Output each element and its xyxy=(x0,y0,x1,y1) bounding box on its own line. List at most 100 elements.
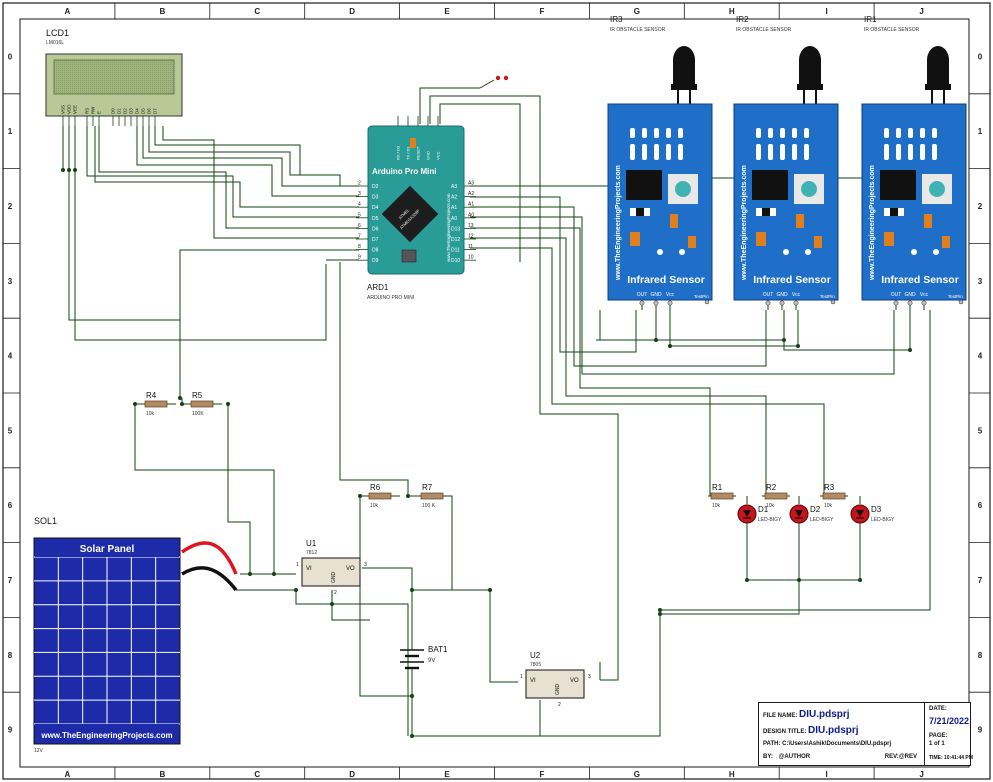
border-col-label-bottom: D xyxy=(349,770,355,779)
lcd-pin-label: D6 xyxy=(147,108,152,114)
author-row: BY: @AUTHOR REV:@REV xyxy=(763,754,917,760)
wire-junction xyxy=(180,402,184,406)
border-col-label-top: E xyxy=(444,7,450,16)
lcd-pin-label: D0 xyxy=(111,108,116,114)
regulator-pin-gnd: 2 xyxy=(334,590,337,596)
sensor-ref: IR1 xyxy=(864,15,877,24)
border-col-label-top: C xyxy=(254,7,260,16)
arduino-left-pin-label: D7 xyxy=(372,237,379,243)
lcd-pin-label: VEE xyxy=(73,105,78,114)
arduino-side-text: www.TheEngineeringProjects.com xyxy=(446,193,451,262)
border-row-label-left: 2 xyxy=(8,202,13,211)
arduino-right-pin-number: 11 xyxy=(468,244,473,250)
arduino-top-pin-label: GND xyxy=(426,151,431,160)
sensor-side-text: www.TheEngineeringProjects.com xyxy=(615,165,622,281)
lcd-part: LM016L xyxy=(46,40,64,46)
led-part: LED-BIGY xyxy=(758,517,782,523)
resistor-ref: R1 xyxy=(712,483,723,492)
arduino-top-pin-label: VCC xyxy=(436,151,441,160)
sensor-pin-label: GND xyxy=(650,292,662,298)
date-value: 7/21/2022 xyxy=(929,716,970,726)
file-name-value: DIU.pdsprj xyxy=(799,709,850,720)
path-row: PATH: C:\Users\Ashik\Documents\DIU.pdspr… xyxy=(763,741,892,747)
design-title-row: DESIGN TITLE: DIU.pdsprj xyxy=(763,725,859,736)
wire-junction xyxy=(410,588,414,592)
arduino-left-pin-label: D3 xyxy=(372,195,379,201)
lcd-ref: LCD1 xyxy=(46,28,69,38)
resistor-value: 10k xyxy=(370,503,379,509)
lcd-pin-label: D4 xyxy=(135,108,140,114)
wire-junction xyxy=(61,168,65,172)
regulator-pin-in: 1 xyxy=(520,674,523,680)
regulator-gnd: GND xyxy=(555,684,561,696)
regulator-pin-out: 3 xyxy=(364,562,367,568)
sensor-side-text: www.TheEngineeringProjects.com xyxy=(869,165,876,281)
sensor-testpin-label: TestPin xyxy=(820,294,835,299)
arduino-right-pin-label: A0 xyxy=(451,216,457,222)
wire-junction xyxy=(330,602,334,606)
lcd-pin-label: VSS xyxy=(61,105,66,114)
wire-junction xyxy=(73,168,77,172)
arduino-top-pin-label: RX / D0 xyxy=(396,145,401,160)
wire-junction xyxy=(248,572,252,576)
resistor-value: 10k xyxy=(712,503,721,509)
wire-junction xyxy=(745,578,749,582)
lcd-pin-label: D3 xyxy=(129,108,134,114)
regulator-vi: VI xyxy=(530,678,536,684)
border-row-label-right: 7 xyxy=(978,576,983,585)
border-row-label-right: 2 xyxy=(978,202,983,211)
border-col-label-bottom: J xyxy=(919,770,923,779)
regulator-vo: VO xyxy=(570,678,579,684)
regulator-gnd: GND xyxy=(331,572,337,584)
resistor-value: 10k xyxy=(766,503,775,509)
border-row-label-right: 3 xyxy=(978,277,983,286)
resistor-value: 100 K xyxy=(422,503,436,509)
border-row-label-left: 6 xyxy=(8,501,13,510)
border-col-label-top: I xyxy=(826,7,828,16)
title-block-date: DATE: 7/21/2022 PAGE: 1 of 1 TIME: 10:41… xyxy=(924,702,973,766)
border-col-label-top: J xyxy=(919,7,923,16)
arduino-pro-mini: Arduino Pro Mini ATMEL ATMEGA328P www.Th… xyxy=(356,116,476,301)
regulator-vi: VI xyxy=(306,566,312,572)
wire-junction xyxy=(654,338,658,342)
sensor-ref: IR2 xyxy=(736,15,749,24)
wire-junction xyxy=(294,588,298,592)
sensor-part: IR OBSTACLE SENSOR xyxy=(864,27,920,33)
arduino-right-pin-label: D13 xyxy=(451,226,460,232)
sensor-title: Infrared Sensor xyxy=(881,274,959,286)
border-row-label-right: 9 xyxy=(978,726,983,735)
regulator-part: 7805 xyxy=(530,662,541,668)
border-col-label-bottom: C xyxy=(254,770,260,779)
battery-ref: BAT1 xyxy=(428,645,448,654)
lcd-pin-label: RS xyxy=(85,108,90,114)
border-row-label-right: 5 xyxy=(978,426,983,435)
border-col-label-top: D xyxy=(349,7,355,16)
arduino-left-pin-label: D9 xyxy=(372,258,379,264)
border-col-label-top: H xyxy=(729,7,735,16)
wire-junction xyxy=(272,572,276,576)
lcd-pin-label: D7 xyxy=(153,108,158,114)
ir-sensor-1: IR1 IR OBSTACLE SENSOR www.TheEngineeringP… xyxy=(861,15,967,310)
arduino-left-pin-number: 4 xyxy=(358,202,361,208)
wire-junction xyxy=(178,396,182,400)
lcd-pin-label: D2 xyxy=(123,108,128,114)
arduino-right-pin-number: 12 xyxy=(468,234,474,240)
border-row-label-right: 1 xyxy=(978,127,983,136)
arduino-right-pin-label: D10 xyxy=(451,258,460,264)
arduino-left-pin-label: D4 xyxy=(372,205,379,211)
arduino-left-pin-number: 6 xyxy=(358,223,361,229)
border-row-label-left: 7 xyxy=(8,576,13,585)
sensor-pin-label: Vcc xyxy=(920,292,929,298)
wire-junction xyxy=(858,578,862,582)
resistor-value: 10k xyxy=(824,503,833,509)
arduino-board-title: Arduino Pro Mini xyxy=(372,167,436,176)
page-value: 1 of 1 xyxy=(929,741,945,747)
battery-value: 9V xyxy=(428,658,435,664)
